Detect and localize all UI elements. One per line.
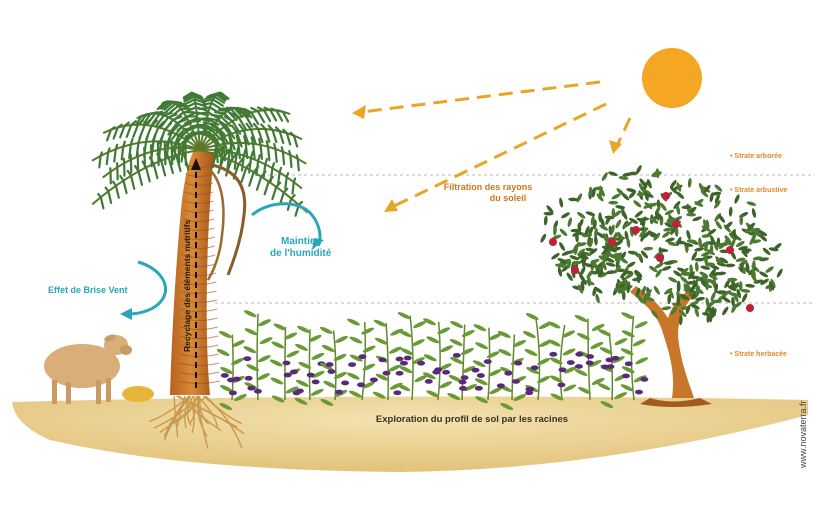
strate-herbacee-label: • Strate herbacée bbox=[730, 351, 787, 358]
credit-label: www.novaterra.fr bbox=[798, 400, 808, 469]
filtration-label-line2: du soleil bbox=[490, 193, 527, 203]
herbaceous-layer bbox=[216, 309, 649, 411]
strate-arboree-label: • Strate arborée bbox=[730, 153, 782, 160]
ground bbox=[12, 396, 808, 472]
maintien-label-line2: de l'humidité bbox=[270, 248, 332, 259]
filtration-label-line1: Filtration des rayons bbox=[444, 182, 533, 192]
strate-arbustive-label: • Strate arbustive bbox=[730, 187, 787, 194]
windbreak-arrow bbox=[128, 262, 166, 314]
sheep-icon bbox=[44, 333, 132, 404]
hay-icon bbox=[122, 386, 154, 402]
maintien-label-line1: Maintien bbox=[281, 236, 322, 247]
sun-icon bbox=[642, 48, 702, 108]
brise-vent-label: Effet de Brise Vent bbox=[48, 285, 128, 295]
recyclage-label: Recyclage des éléments nutritifs bbox=[182, 219, 192, 352]
palm-trunk bbox=[170, 150, 214, 395]
exploration-label: Exploration du profil de sol par les rac… bbox=[376, 414, 568, 425]
windbreak-arrow-head bbox=[120, 308, 132, 320]
